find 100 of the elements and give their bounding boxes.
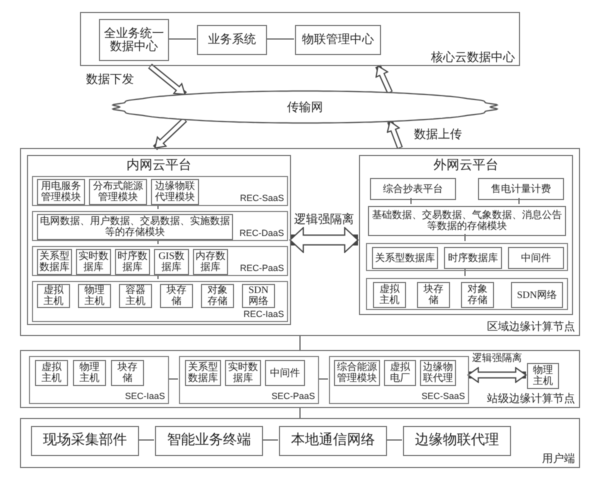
module-name: 块存储 — [166, 285, 188, 307]
connector-line — [464, 268, 466, 276]
module-name: 分布式能源管理模块 — [92, 181, 144, 203]
connector-line — [168, 378, 178, 380]
module-box — [73, 360, 106, 386]
edge-label: 逻辑强隔离 — [471, 353, 523, 365]
platform-title: 外网云平台 — [432, 157, 500, 173]
module-name: 现场采集部件 — [43, 433, 127, 449]
zone-frame — [20, 148, 580, 336]
connector-line — [518, 198, 520, 204]
edge-label: 数据下发 — [85, 72, 135, 86]
module-name: 对象存储 — [206, 285, 228, 307]
module-box — [265, 360, 305, 386]
layer-name: REC-DaaS — [239, 228, 284, 239]
zone-frame — [20, 350, 580, 408]
module-name: 物联管理中心 — [302, 33, 374, 47]
module-box — [242, 284, 275, 308]
module-box — [155, 426, 263, 456]
platform-panel — [359, 155, 573, 315]
module-name: 物理主机 — [78, 362, 100, 384]
layer-name: REC-PaaS — [240, 263, 284, 274]
platform-panel — [27, 155, 291, 325]
layer-name: SEC-PaaS — [271, 391, 315, 402]
module-box — [461, 282, 494, 308]
module-name: 时序数据库 — [117, 251, 148, 273]
module-name: 边缘物联代理 — [422, 362, 454, 384]
zone-name: 区域边缘计算节点 — [487, 320, 575, 334]
connector-line — [464, 234, 466, 242]
module-box — [37, 284, 70, 308]
layer-band — [32, 211, 288, 241]
module-box — [373, 282, 406, 308]
layer-band — [29, 356, 169, 404]
module-name: 实时数据库 — [78, 251, 109, 273]
layer-name: REC-SaaS — [240, 193, 284, 204]
layer-band — [179, 356, 319, 404]
module-name: 边缘物联代理模块 — [154, 181, 196, 203]
module-name: 中间件 — [521, 252, 551, 264]
module-name: 时序数据库 — [448, 252, 498, 264]
module-box — [99, 19, 169, 61]
module-name: 用电服务管理模块 — [40, 181, 82, 203]
edge-label: 数据上传 — [413, 127, 463, 142]
module-box — [78, 284, 111, 308]
module-name: 虚拟主机 — [42, 285, 64, 307]
module-name: 本地通信网络 — [291, 433, 375, 449]
module-name: 物理主机 — [84, 285, 106, 307]
module-box — [111, 360, 144, 386]
connector-line — [266, 38, 294, 40]
module-name: 基础数据、交易数据、气象数据、消息公告等数据的存储模块 — [371, 210, 563, 232]
platform-title: 内网云平台 — [126, 157, 192, 173]
module-box — [160, 284, 193, 308]
zone-name: 站级边缘计算节点 — [487, 392, 575, 406]
module-box — [403, 426, 511, 456]
edge-label: 逻辑强隔离 — [293, 212, 355, 226]
module-name: GIS数据库 — [157, 251, 186, 273]
module-name: 业务系统 — [208, 33, 256, 47]
module-box — [295, 25, 381, 55]
module-name: SDN网络 — [247, 285, 270, 307]
layer-name: REC-IaaS — [243, 309, 284, 320]
module-name: 综合抄表平台 — [383, 184, 443, 194]
layer-band — [329, 356, 469, 404]
module-box — [478, 178, 564, 200]
module-box — [527, 363, 559, 389]
module-name: 智能业务终端 — [167, 433, 251, 449]
layer-band — [32, 246, 288, 276]
module-name: 边缘物联代理 — [415, 433, 499, 449]
module-name: 关系型数据库 — [39, 251, 70, 273]
layer-band — [32, 176, 288, 206]
module-name: 电网数据、用户数据、交易数据、实施数据等的存储模块 — [39, 216, 231, 238]
module-box — [372, 247, 438, 269]
zone-name: 核心云数据中心 — [431, 50, 515, 64]
module-name: SDN网络 — [516, 290, 557, 300]
module-name: 实时数据库 — [227, 362, 259, 384]
zone-name: 用户端 — [542, 452, 575, 466]
module-name: 块存储 — [422, 284, 444, 306]
module-box — [197, 25, 267, 55]
network-name: 传输网 — [287, 98, 323, 116]
module-name: 综合能源管理模块 — [336, 362, 378, 384]
module-box — [511, 282, 563, 308]
module-name: 内存数据库 — [195, 251, 226, 273]
module-name: 关系型数据库 — [375, 252, 435, 264]
zone-frame — [80, 12, 520, 66]
module-name: 中间件 — [270, 368, 300, 378]
module-box — [370, 178, 456, 200]
layer-band — [32, 281, 288, 322]
module-box — [201, 284, 234, 308]
module-name: 容器主机 — [124, 285, 146, 307]
module-name: 关系型数据库 — [187, 362, 219, 384]
module-box — [31, 426, 139, 456]
connector-line — [168, 38, 196, 40]
layer-band — [366, 278, 568, 310]
module-name: 虚拟电厂 — [389, 362, 411, 384]
module-name: 块存储 — [116, 362, 138, 384]
module-name: 对象存储 — [466, 284, 488, 306]
connector-line — [410, 198, 412, 204]
module-name: 售电计量计费 — [491, 184, 551, 194]
module-box — [279, 426, 387, 456]
module-name: 虚拟主机 — [40, 362, 62, 384]
zone-frame — [20, 418, 580, 468]
layer-name: SEC-SaaS — [421, 391, 465, 402]
layer-band — [366, 243, 568, 271]
